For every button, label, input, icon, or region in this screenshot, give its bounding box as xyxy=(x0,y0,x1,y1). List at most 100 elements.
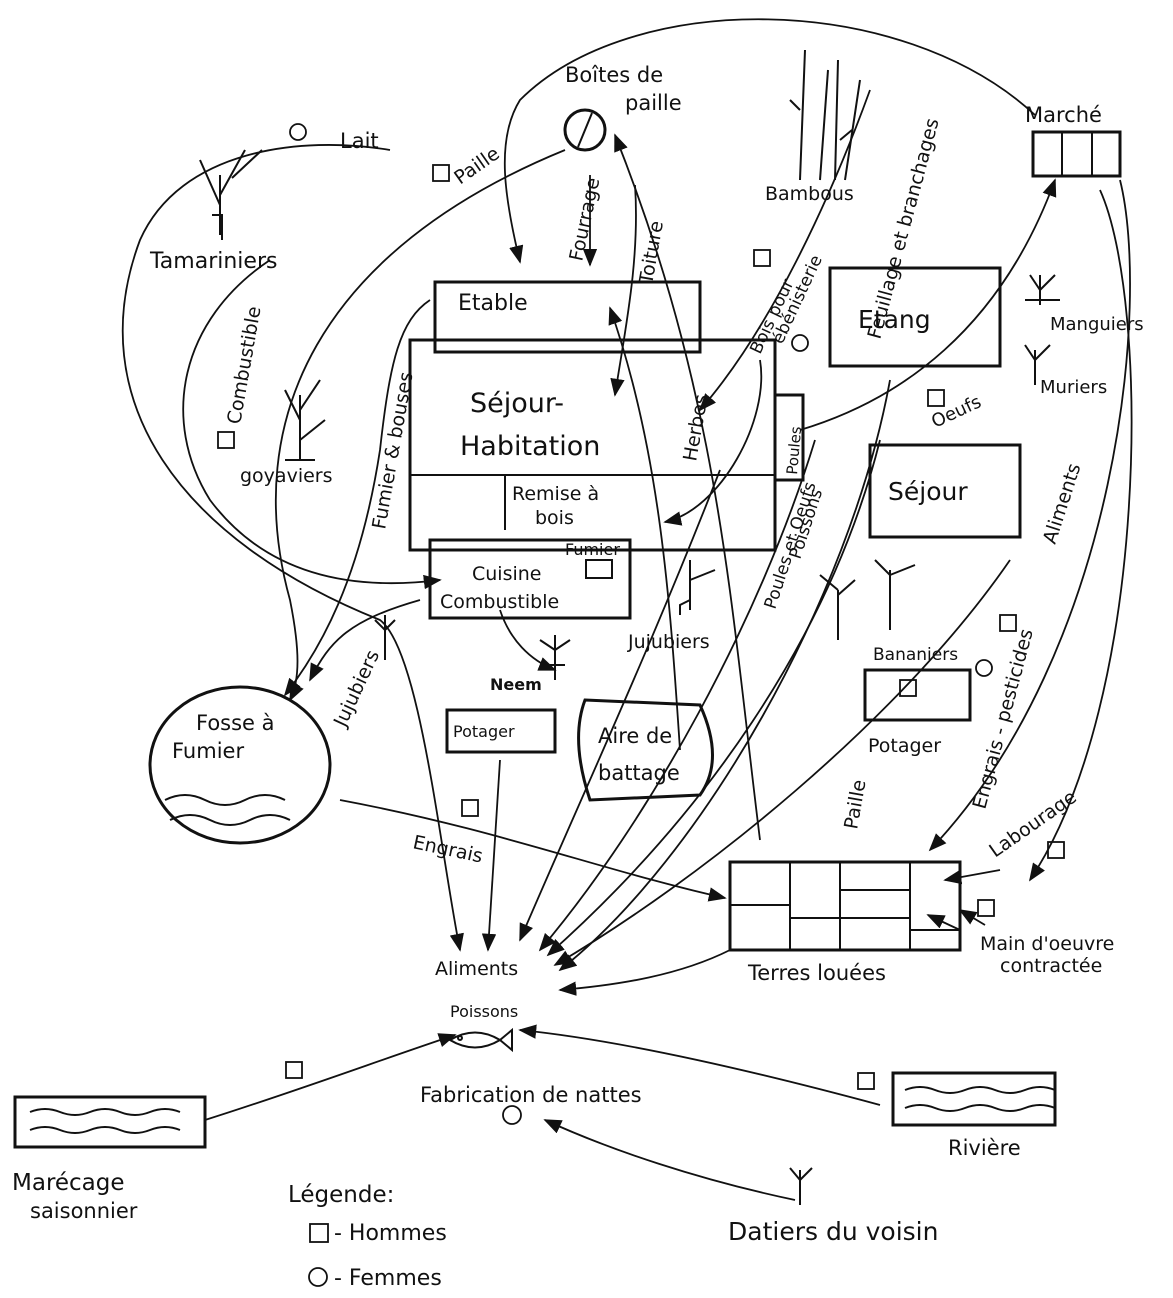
arrow-datiers-nattes xyxy=(543,1119,796,1201)
arrow-combustible xyxy=(182,259,442,590)
label-etang: Etang xyxy=(858,305,931,334)
label-tamariniers: Tamariniers xyxy=(149,249,277,274)
men-marker-icon xyxy=(432,164,450,182)
label-marecage-2: saisonnier xyxy=(30,1199,138,1223)
arrow-lait xyxy=(121,144,464,952)
label-fabrication-nattes: Fabrication de nattes xyxy=(420,1083,642,1107)
label-potager-b: Potager xyxy=(868,735,941,757)
label-aire-2: battage xyxy=(598,761,680,785)
fish-icon xyxy=(448,1027,513,1053)
label-remise-1: Remise à xyxy=(512,483,599,505)
legend-hommes: - Hommes xyxy=(334,1221,447,1246)
arrow-main-oeuvre-2 xyxy=(926,914,961,931)
arrow-terres-aliments xyxy=(558,949,731,996)
men-marker-icon xyxy=(217,431,235,449)
label-combustible-kitchen: Combustible xyxy=(440,591,559,613)
women-marker-icon xyxy=(289,123,307,141)
women-marker-icon xyxy=(975,659,993,677)
label-poissons-center: Poissons xyxy=(450,1002,518,1021)
plants xyxy=(199,49,1060,1205)
legend-title: Légende: xyxy=(288,1182,394,1208)
cuisine-box xyxy=(428,538,632,620)
guava-tree-icon xyxy=(284,379,326,461)
label-boites-2: paille xyxy=(625,91,682,115)
arrow-poissons-aliments xyxy=(546,439,881,957)
label-fumier-small: Fumier xyxy=(565,540,620,559)
label-jujubiers-a: Jujubiers xyxy=(627,631,710,653)
label-fosse-2: Fumier xyxy=(172,739,244,763)
arrow-marecage-poissons xyxy=(204,1033,457,1121)
men-marker-icon xyxy=(857,1072,875,1090)
arrow-toiture xyxy=(610,184,637,397)
arrow-potager-aliments xyxy=(481,759,501,952)
label-bambous: Bambous xyxy=(765,183,854,205)
fosse-fumier xyxy=(148,685,332,845)
label-marche: Marché xyxy=(1025,103,1102,127)
riviere-box xyxy=(891,1071,1057,1127)
label-goyaviers: goyaviers xyxy=(240,465,333,487)
label-oeufs: Oeufs xyxy=(928,391,984,432)
legend-women-icon xyxy=(308,1267,328,1287)
label-datiers: Datiers du voisin xyxy=(728,1217,938,1246)
arrow-cuisine-fosse xyxy=(309,599,421,682)
label-engrais-pesticides: Engrais - pesticides xyxy=(969,626,1038,811)
banana-tree-icon xyxy=(819,559,916,640)
men-marker-icon xyxy=(285,1061,303,1079)
arrow-engrais-pesticides xyxy=(928,179,1131,852)
men-marker-icon xyxy=(753,249,771,267)
men-marker-icon xyxy=(927,389,945,407)
jujube-tree-icon-2 xyxy=(374,615,396,660)
label-etable: Etable xyxy=(458,291,528,316)
aire-battage xyxy=(577,698,714,802)
label-muriers: Muriers xyxy=(1040,377,1107,398)
women-marker-icon xyxy=(502,1105,522,1125)
label-aire-1: Aire de xyxy=(598,724,672,748)
neem-tree-icon xyxy=(539,635,571,680)
market-box xyxy=(1031,130,1122,178)
straw-box-symbol xyxy=(563,108,607,152)
potager-box-left xyxy=(445,708,557,754)
label-fourrage: Fourrage xyxy=(565,176,604,263)
arrow-market-etable xyxy=(503,18,1036,264)
fumier-pot xyxy=(585,559,613,579)
label-bananiers: Bananiers xyxy=(873,645,958,665)
label-paille-bottom: Paille xyxy=(840,778,870,831)
gender-markers xyxy=(217,123,1065,1287)
mango-tree-icon xyxy=(1025,274,1060,305)
arrow-main-oeuvre-1 xyxy=(958,909,986,926)
men-marker-icon xyxy=(461,799,479,817)
arrow-herbes-etable xyxy=(608,306,681,751)
tamarind-tree-icon xyxy=(199,149,263,240)
label-main-oeuvre-2: contractée xyxy=(1000,955,1102,977)
mulberry-tree-icon xyxy=(1024,344,1051,385)
label-toiture: Toiture xyxy=(635,219,668,287)
legend: Légende: - Hommes - Femmes xyxy=(288,1182,447,1291)
men-marker-icon xyxy=(977,899,995,917)
label-fosse-1: Fosse à xyxy=(196,711,275,735)
arrow-aliments-right xyxy=(1029,189,1133,882)
sejour-box xyxy=(868,443,1022,539)
label-sejour: Séjour xyxy=(888,477,968,506)
jujube-tree-icon-1 xyxy=(679,560,716,615)
label-lait: Lait xyxy=(340,129,379,153)
label-neem: Neem xyxy=(490,675,542,694)
label-sejour-hab-1: Séjour- xyxy=(470,388,564,419)
date-palm-icon xyxy=(789,1167,813,1205)
arrow-engrais xyxy=(339,799,727,902)
label-combustible-left: Combustible xyxy=(223,305,265,426)
label-marecage-1: Marécage xyxy=(12,1170,125,1196)
arrow-straw-fosse xyxy=(274,149,566,702)
label-labourage: Labourage xyxy=(985,786,1080,862)
arrow-poules-aliments xyxy=(538,439,816,952)
men-marker-icon xyxy=(1047,841,1065,859)
label-jujubiers-b: Jujubiers xyxy=(329,647,384,731)
women-marker-icon xyxy=(791,334,809,352)
label-manguiers: Manguiers xyxy=(1050,314,1144,335)
flow-arrows xyxy=(121,18,1133,1201)
areas xyxy=(13,108,1122,1149)
marecage-box xyxy=(13,1095,207,1149)
arrow-engrais-aliments xyxy=(553,559,1011,966)
poules-box xyxy=(773,393,805,482)
